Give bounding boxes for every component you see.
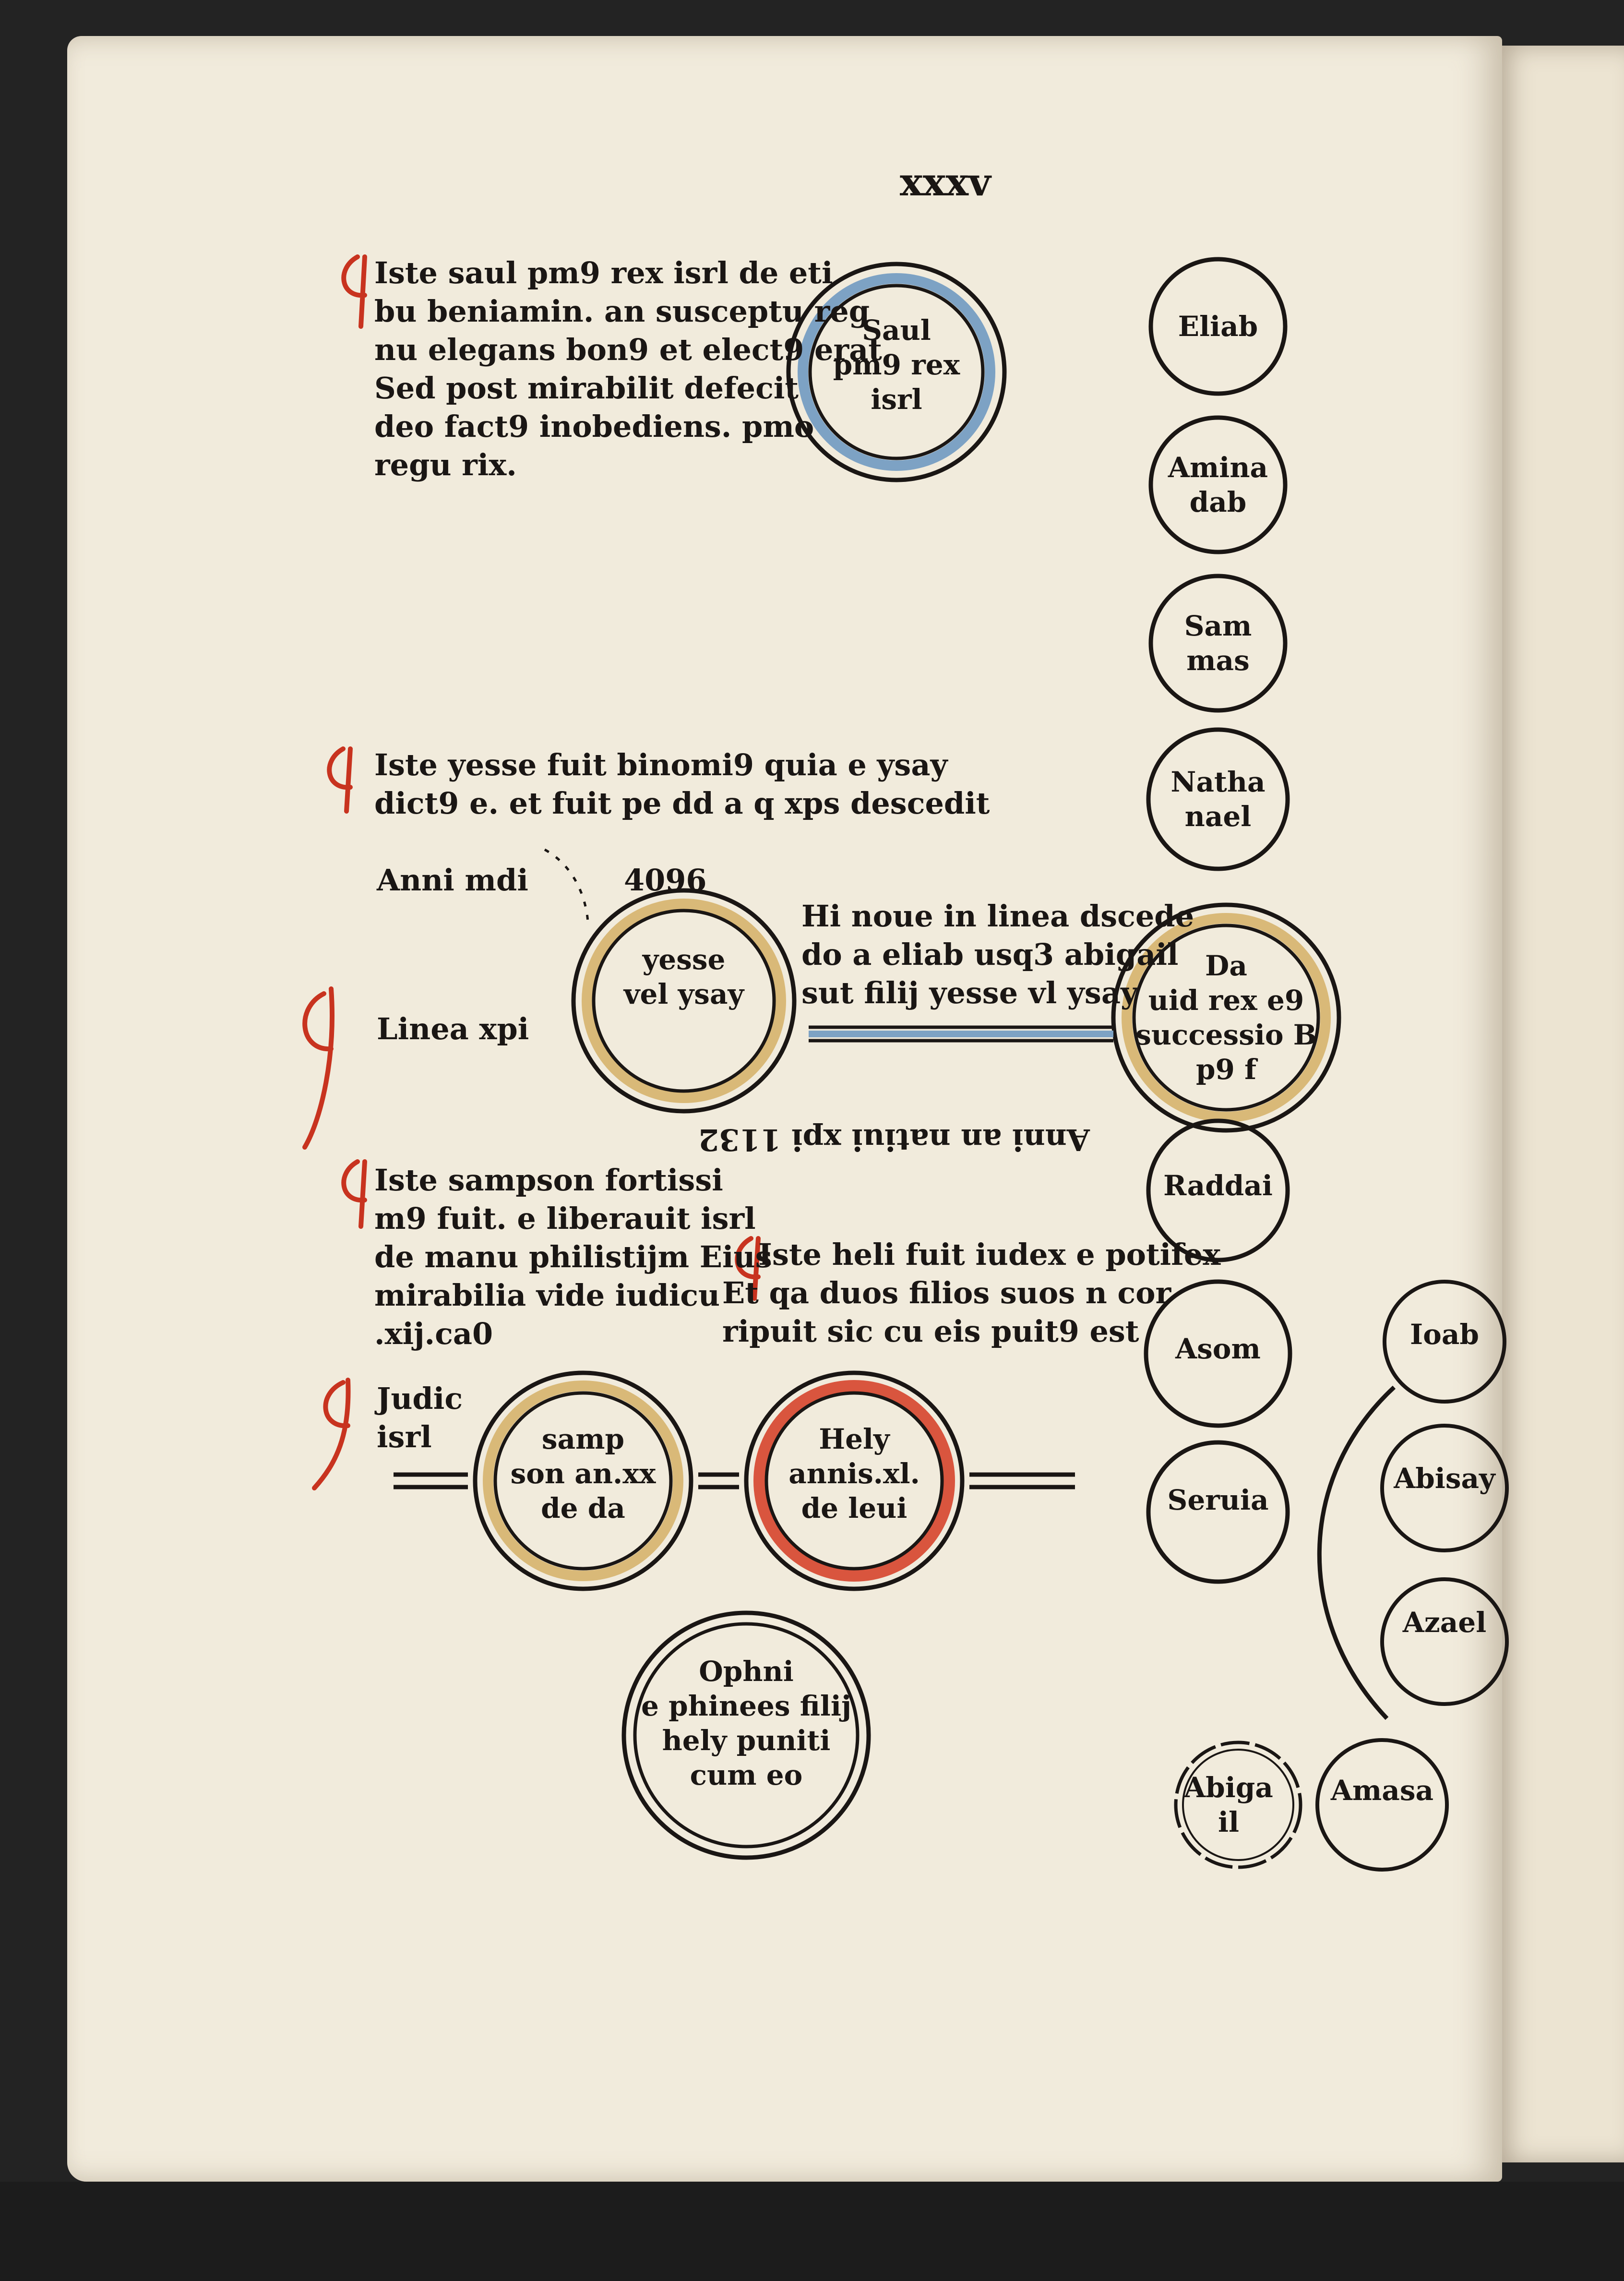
circle-azael [1380,1577,1509,1706]
ophni-line-1: Ophni [699,1655,794,1688]
label-judic: Judic [377,1381,463,1416]
circle-text-sampson: samp son an.xx de da [511,1422,656,1525]
ophni-line-2: e phinees filij [641,1690,851,1722]
blue-connector [809,1025,1113,1043]
circle-abisay [1380,1424,1509,1552]
circle-dauid [1111,902,1341,1133]
hely-line-3: de leui [801,1492,908,1525]
nathanael-line-2: nael [1184,800,1252,833]
note-line: Sed post mirabilit defecit [374,371,799,406]
note-line: deo fact9 inobediens. pmo [374,409,814,444]
yesse-line-1: yesse [642,943,726,976]
circle-text-dauid: Da uid rex e9 successio B p9 f [1135,948,1317,1087]
label-year: 4096 [624,863,707,898]
aminadab-line-1: Amina [1168,451,1268,484]
ophni-line-3: hely puniti [662,1724,831,1757]
circle-sammas [1148,574,1288,713]
circle-nathanael [1146,727,1290,871]
nathanael-line-1: Natha [1170,766,1266,798]
circle-text-raddai: Raddai [1163,1169,1273,1202]
saul-name: Saul [862,314,931,347]
note-line: Et qa duos filios suos n cor [722,1275,1171,1310]
circle-seruia [1146,1440,1290,1584]
circle-hely [744,1370,965,1591]
sammas-line-1: Sam [1184,610,1252,642]
aminadab-line-2: dab [1189,486,1247,518]
dauid-line-3: successio B [1135,1019,1317,1051]
hely-line-2: annis.xl. [788,1457,920,1490]
note-line: dict9 e. et fuit pe dd a q xps descedit [374,786,990,821]
note-line: de manu philistijm Eius [374,1239,772,1274]
note-line: .xij.ca0 [374,1316,493,1351]
dauid-line-1: Da [1205,949,1247,982]
abigail-line-2: il [1218,1806,1240,1838]
circle-ioab [1383,1280,1506,1404]
circle-amasa [1315,1738,1449,1872]
abigail-line-1: Abiga [1184,1771,1273,1804]
note-line: nu elegans bon9 et elect9 erat [374,332,882,367]
note-line: sut filij yesse vl ysay [801,975,1138,1010]
scan-background-left [0,0,67,2281]
note-line: Iste yesse fuit binomi9 quia e ysay [374,747,948,782]
circle-text-amasa: Amasa [1330,1774,1434,1807]
note-line: regu rix. [374,447,517,482]
circle-raddai [1146,1118,1290,1262]
circle-text-hely: Hely annis.xl. de leui [788,1422,920,1525]
circle-asom [1144,1279,1292,1428]
folio-number: xxxv [900,159,991,204]
dauid-line-4: p9 f [1195,1053,1257,1086]
double-lines [394,1472,1075,1489]
circle-eliab [1148,257,1288,396]
label-linea-xpi: Linea xpi [377,1011,529,1046]
circle-sampson [473,1370,693,1591]
circle-text-abigail: Abiga il [1184,1770,1273,1839]
saul-title: pm9 rex [833,348,960,381]
circle-text-nathanael: Natha nael [1170,765,1265,834]
circle-text-ophni: Ophni e phinees filij hely puniti cum eo [641,1654,851,1792]
note-line: Hi noue in linea dscede [801,899,1194,934]
circle-text-ioab: Ioab [1410,1318,1479,1351]
note-line: ripuit sic cu eis puit9 est [722,1314,1139,1349]
note-line: mirabilia vide iudicu [374,1278,720,1313]
sammas-line-2: mas [1186,644,1250,677]
circle-text-seruia: Seruia [1167,1484,1269,1516]
circle-text-yesse: yesse vel ysay [624,942,744,1011]
circle-text-abisay: Abisay [1394,1462,1495,1495]
facing-page-edge [1495,46,1624,2162]
bracket-arc [1317,1385,1396,1720]
circle-text-azael: Azael [1402,1606,1487,1639]
circle-text-aminadab: Amina dab [1168,450,1268,519]
label-isrl: isrl [377,1419,432,1454]
yesse-line-2: vel ysay [623,978,744,1010]
circle-abigail [1174,1741,1302,1869]
sampson-line-2: son an.xx [510,1457,656,1490]
note-line: Iste sampson fortissi [374,1163,723,1198]
note-line: do a eliab usq3 abigail [801,937,1179,972]
rubric-marks [302,254,761,1490]
label-anni-an-natiui: Anni an natiui xpi 1132 [698,1122,1090,1157]
note-line: Iste saul pm9 rex isrl de eti [374,255,833,290]
saul-realm: isrl [871,383,922,416]
circle-text-sammas: Sam mas [1184,609,1252,678]
label-anni-mdi: Anni mdi [377,863,528,898]
note-line: Iste heli fuit iudex e potifex [758,1237,1221,1272]
circle-aminadab [1148,415,1288,554]
circle-saul [786,262,1007,482]
note-line: bu beniamin. an susceptu reg [374,294,870,329]
circle-text-saul: Saul pm9 rex isrl [833,313,960,417]
circle-yesse [571,888,797,1114]
note-line: m9 fuit. e liberauit isrl [374,1201,756,1236]
sampson-line-3: de da [541,1492,625,1525]
ophni-line-4: cum eo [690,1759,803,1791]
dotted-arc [544,848,589,922]
circle-text-asom: Asom [1175,1333,1261,1365]
hely-line-1: Hely [819,1423,890,1455]
dauid-line-2: uid rex e9 [1148,984,1304,1017]
sampson-line-1: samp [541,1423,625,1455]
circle-ophni [621,1610,871,1860]
scan-background-bottom [0,2182,1624,2281]
circle-text-eliab: Eliab [1178,310,1258,343]
